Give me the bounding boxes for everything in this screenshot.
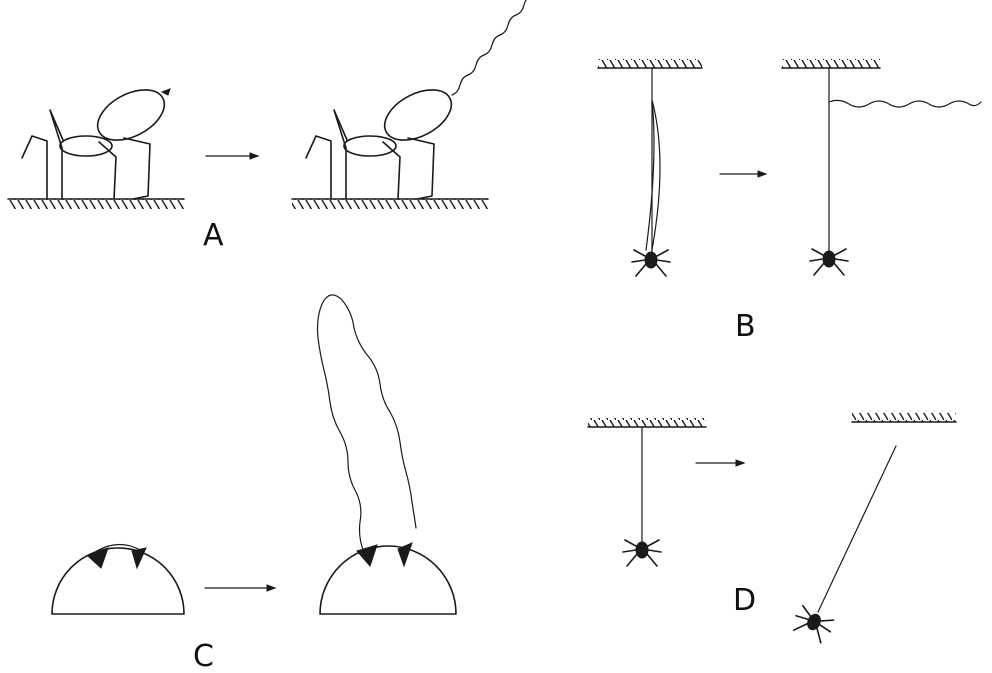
panel-c-before <box>52 544 184 614</box>
hanging-spider <box>623 540 661 566</box>
panel-b-arrow <box>720 171 766 177</box>
ceiling-hatch <box>588 418 706 427</box>
panel-d-arrow <box>696 460 744 466</box>
spider-leg <box>50 110 63 199</box>
drifting-spider <box>790 605 835 645</box>
spider-leg <box>334 110 347 199</box>
panel-b: B <box>598 59 981 344</box>
spinneret-mark <box>162 89 170 95</box>
panel-b-before <box>598 59 702 276</box>
spinneret-dome <box>320 546 456 614</box>
bridge-thread <box>829 100 981 107</box>
ground-hatch <box>292 199 488 209</box>
silk-loop <box>318 295 417 552</box>
panel-b-after <box>782 59 981 275</box>
ground-hatch <box>8 199 184 209</box>
panel-c-after <box>318 295 457 614</box>
spinneret-right <box>132 548 146 568</box>
panel-a-spider-after <box>292 0 532 209</box>
panel-d-after <box>790 413 956 645</box>
panel-a-arrow <box>206 153 258 159</box>
spider-leg <box>22 136 47 199</box>
panel-c: C <box>52 295 456 673</box>
hanging-spider <box>632 250 670 276</box>
panel-b-label: B <box>735 309 756 344</box>
ceiling-hatch <box>782 59 880 68</box>
spinneret-left <box>357 545 377 566</box>
spider-leg <box>306 136 331 199</box>
spider-leg <box>99 142 116 199</box>
drifting-line <box>818 446 896 612</box>
spinneret-dome <box>52 548 184 614</box>
panel-a: A <box>8 0 532 253</box>
panel-a-label: A <box>203 218 224 253</box>
panel-d-before <box>588 418 706 566</box>
spider-leg <box>383 142 400 199</box>
ceiling-hatch <box>598 59 702 68</box>
panel-d: D <box>588 413 956 645</box>
panel-c-label: C <box>193 639 214 673</box>
hanging-spider <box>810 249 848 275</box>
spider-leg <box>124 138 150 199</box>
panel-a-spider-before <box>8 80 184 209</box>
ceiling-hatch <box>852 413 956 422</box>
silk-thread <box>452 0 532 95</box>
panel-c-arrow <box>205 585 275 591</box>
spider-leg <box>408 138 434 199</box>
panel-d-label: D <box>733 583 756 618</box>
silk-loop <box>646 100 654 250</box>
